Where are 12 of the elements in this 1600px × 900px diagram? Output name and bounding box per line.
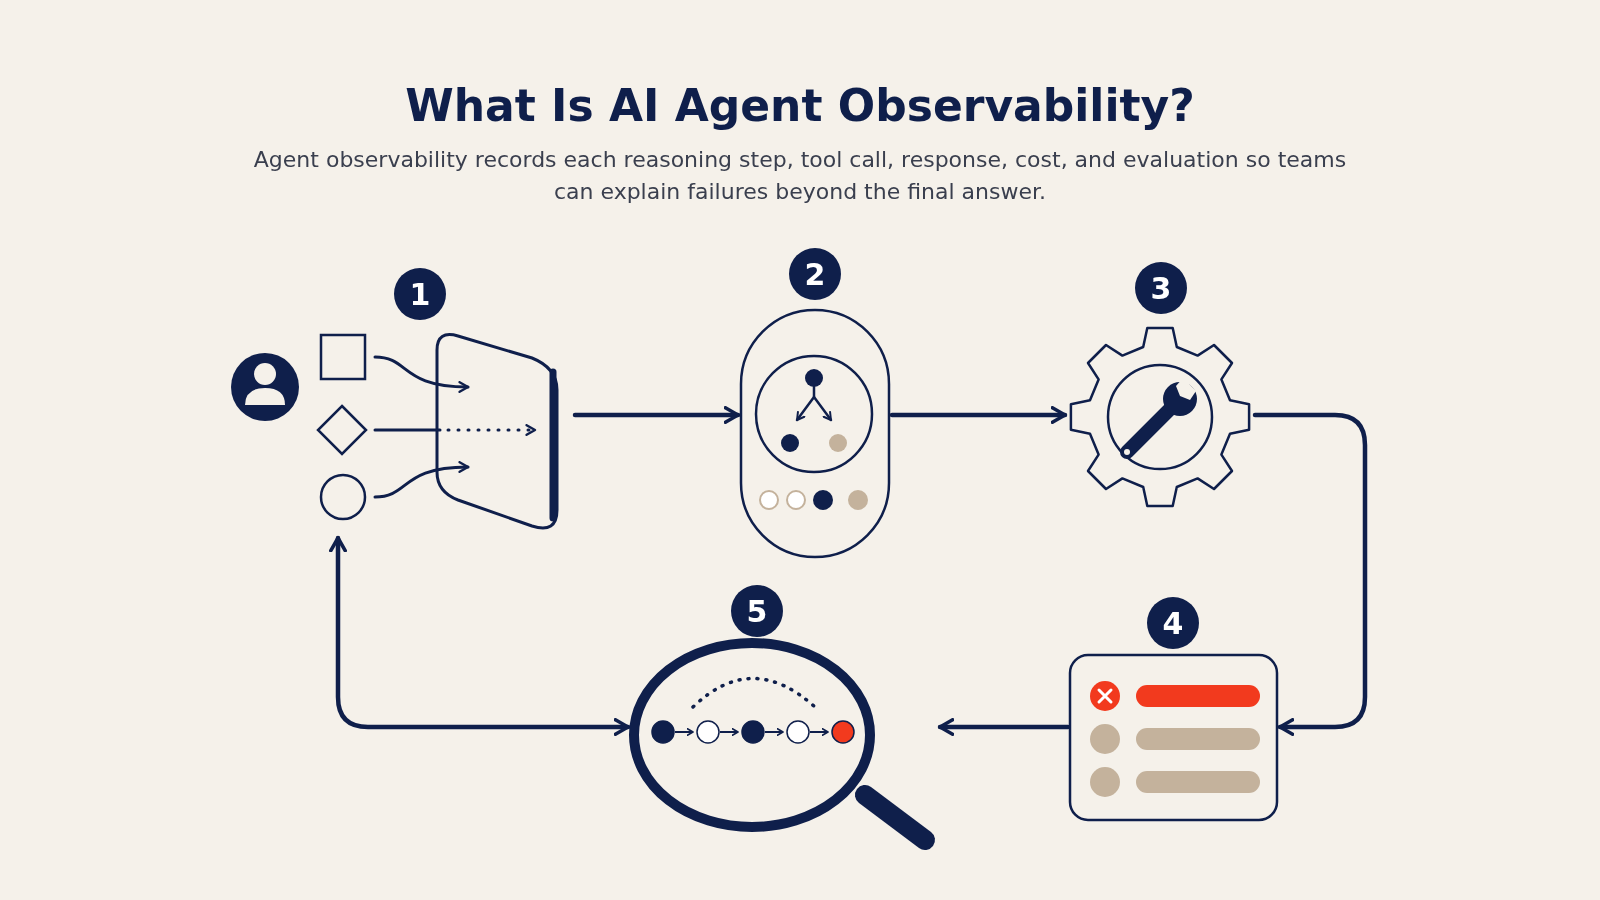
arrow <box>572 406 741 424</box>
step-number-badge: 4 <box>1147 597 1199 649</box>
arrow <box>889 406 1068 424</box>
step-number-badge: 1 <box>394 268 446 320</box>
arrow <box>329 535 631 736</box>
arrow <box>937 718 1071 736</box>
arrow <box>1252 412 1368 736</box>
step-number-badge: 2 <box>789 248 841 300</box>
title: What Is AI Agent Observability? <box>404 80 1196 131</box>
step-number-badge: 3 <box>1135 262 1187 314</box>
subtitle: Agent observability records each reasoning step, tool call, response, cost, and evaluation so teams can explain failures beyond the final answer. <box>252 146 1348 206</box>
step-number-badge: 5 <box>731 585 783 637</box>
